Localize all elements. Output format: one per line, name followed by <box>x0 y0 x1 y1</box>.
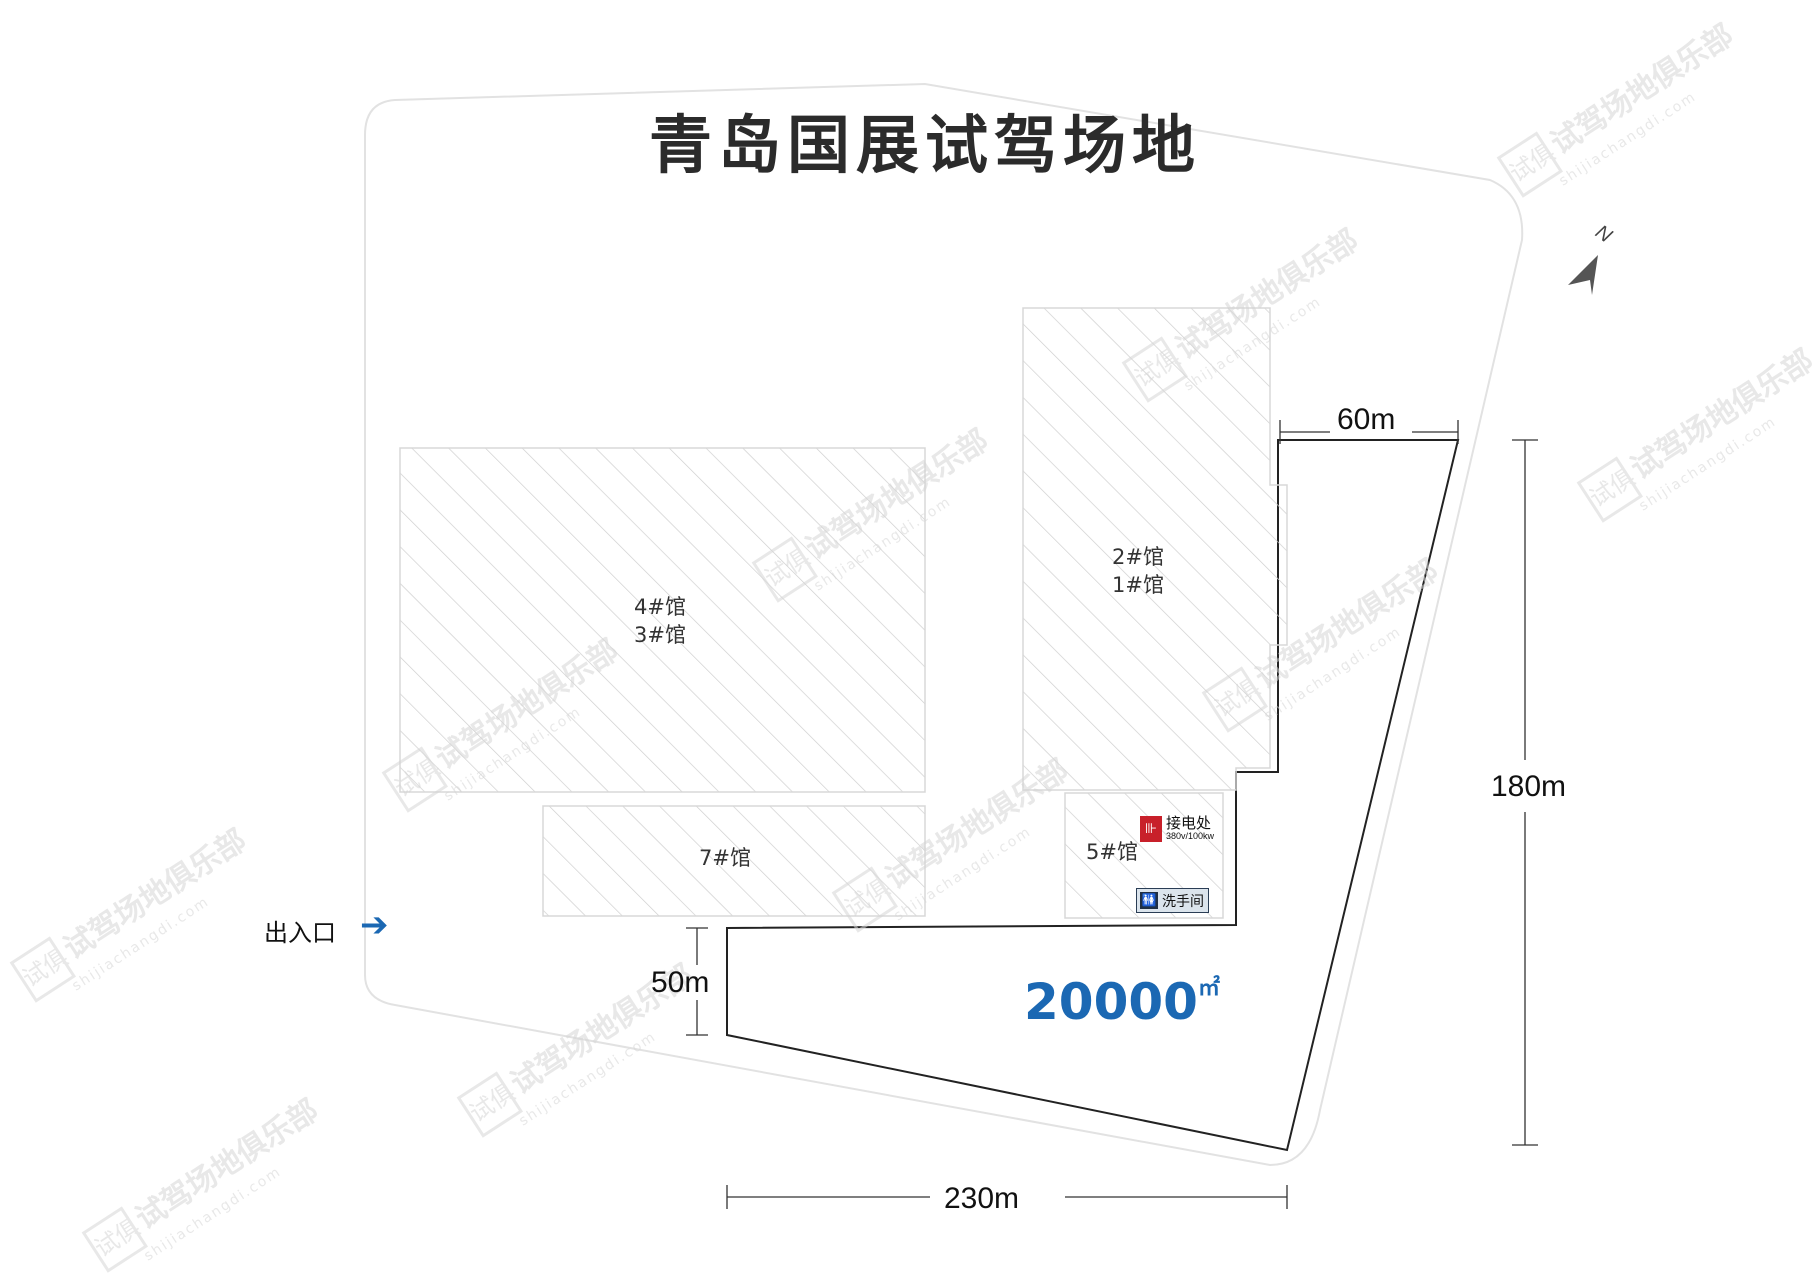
page-title: 青岛国展试驾场地 <box>649 109 1201 182</box>
north-arrow-icon <box>1568 255 1598 295</box>
entrance-label: 出入口 <box>264 919 336 947</box>
area-number: 20000 <box>1024 973 1198 1031</box>
hall-7-label: 7#馆 <box>699 846 751 870</box>
washroom-sign: 🚻 洗手间 <box>1136 888 1209 913</box>
power-label: 接电处 <box>1166 814 1212 832</box>
power-supply-point: ⊪ 接电处 380v/100kw <box>1140 815 1214 842</box>
hall-7-block <box>542 805 926 917</box>
dimension-180m: 180m <box>1491 770 1567 803</box>
hall-2-label: 2#馆 <box>1112 545 1164 569</box>
area-value: 20000㎡ <box>1024 970 1220 1031</box>
washroom-icon: 🚻 <box>1140 892 1158 909</box>
hall-label-4-3: 4#馆 3#馆 <box>610 593 710 649</box>
power-spec: 380v/100kw <box>1166 831 1215 841</box>
hall-5-label: 5#馆 <box>1086 840 1138 864</box>
hall-label-2-1: 2#馆 1#馆 <box>1088 543 1188 599</box>
hall-4-3-block <box>399 447 926 793</box>
dimension-230m: 230m <box>944 1182 1020 1215</box>
washroom-label: 洗手间 <box>1162 893 1204 910</box>
hall-3-label: 3#馆 <box>634 623 686 647</box>
hall-4-label: 4#馆 <box>634 595 686 619</box>
dimension-50m: 50m <box>651 966 710 999</box>
site-boundary <box>364 82 1524 1167</box>
power-icon: ⊪ <box>1140 815 1162 842</box>
test-drive-area <box>726 439 1460 1152</box>
area-unit: ㎡ <box>1197 976 1220 1001</box>
hall-1-label: 1#馆 <box>1112 573 1164 597</box>
dimension-60m: 60m <box>1337 403 1396 436</box>
hall-2-1-block <box>1022 307 1288 791</box>
entrance-arrow-icon: ➔ <box>360 905 389 945</box>
